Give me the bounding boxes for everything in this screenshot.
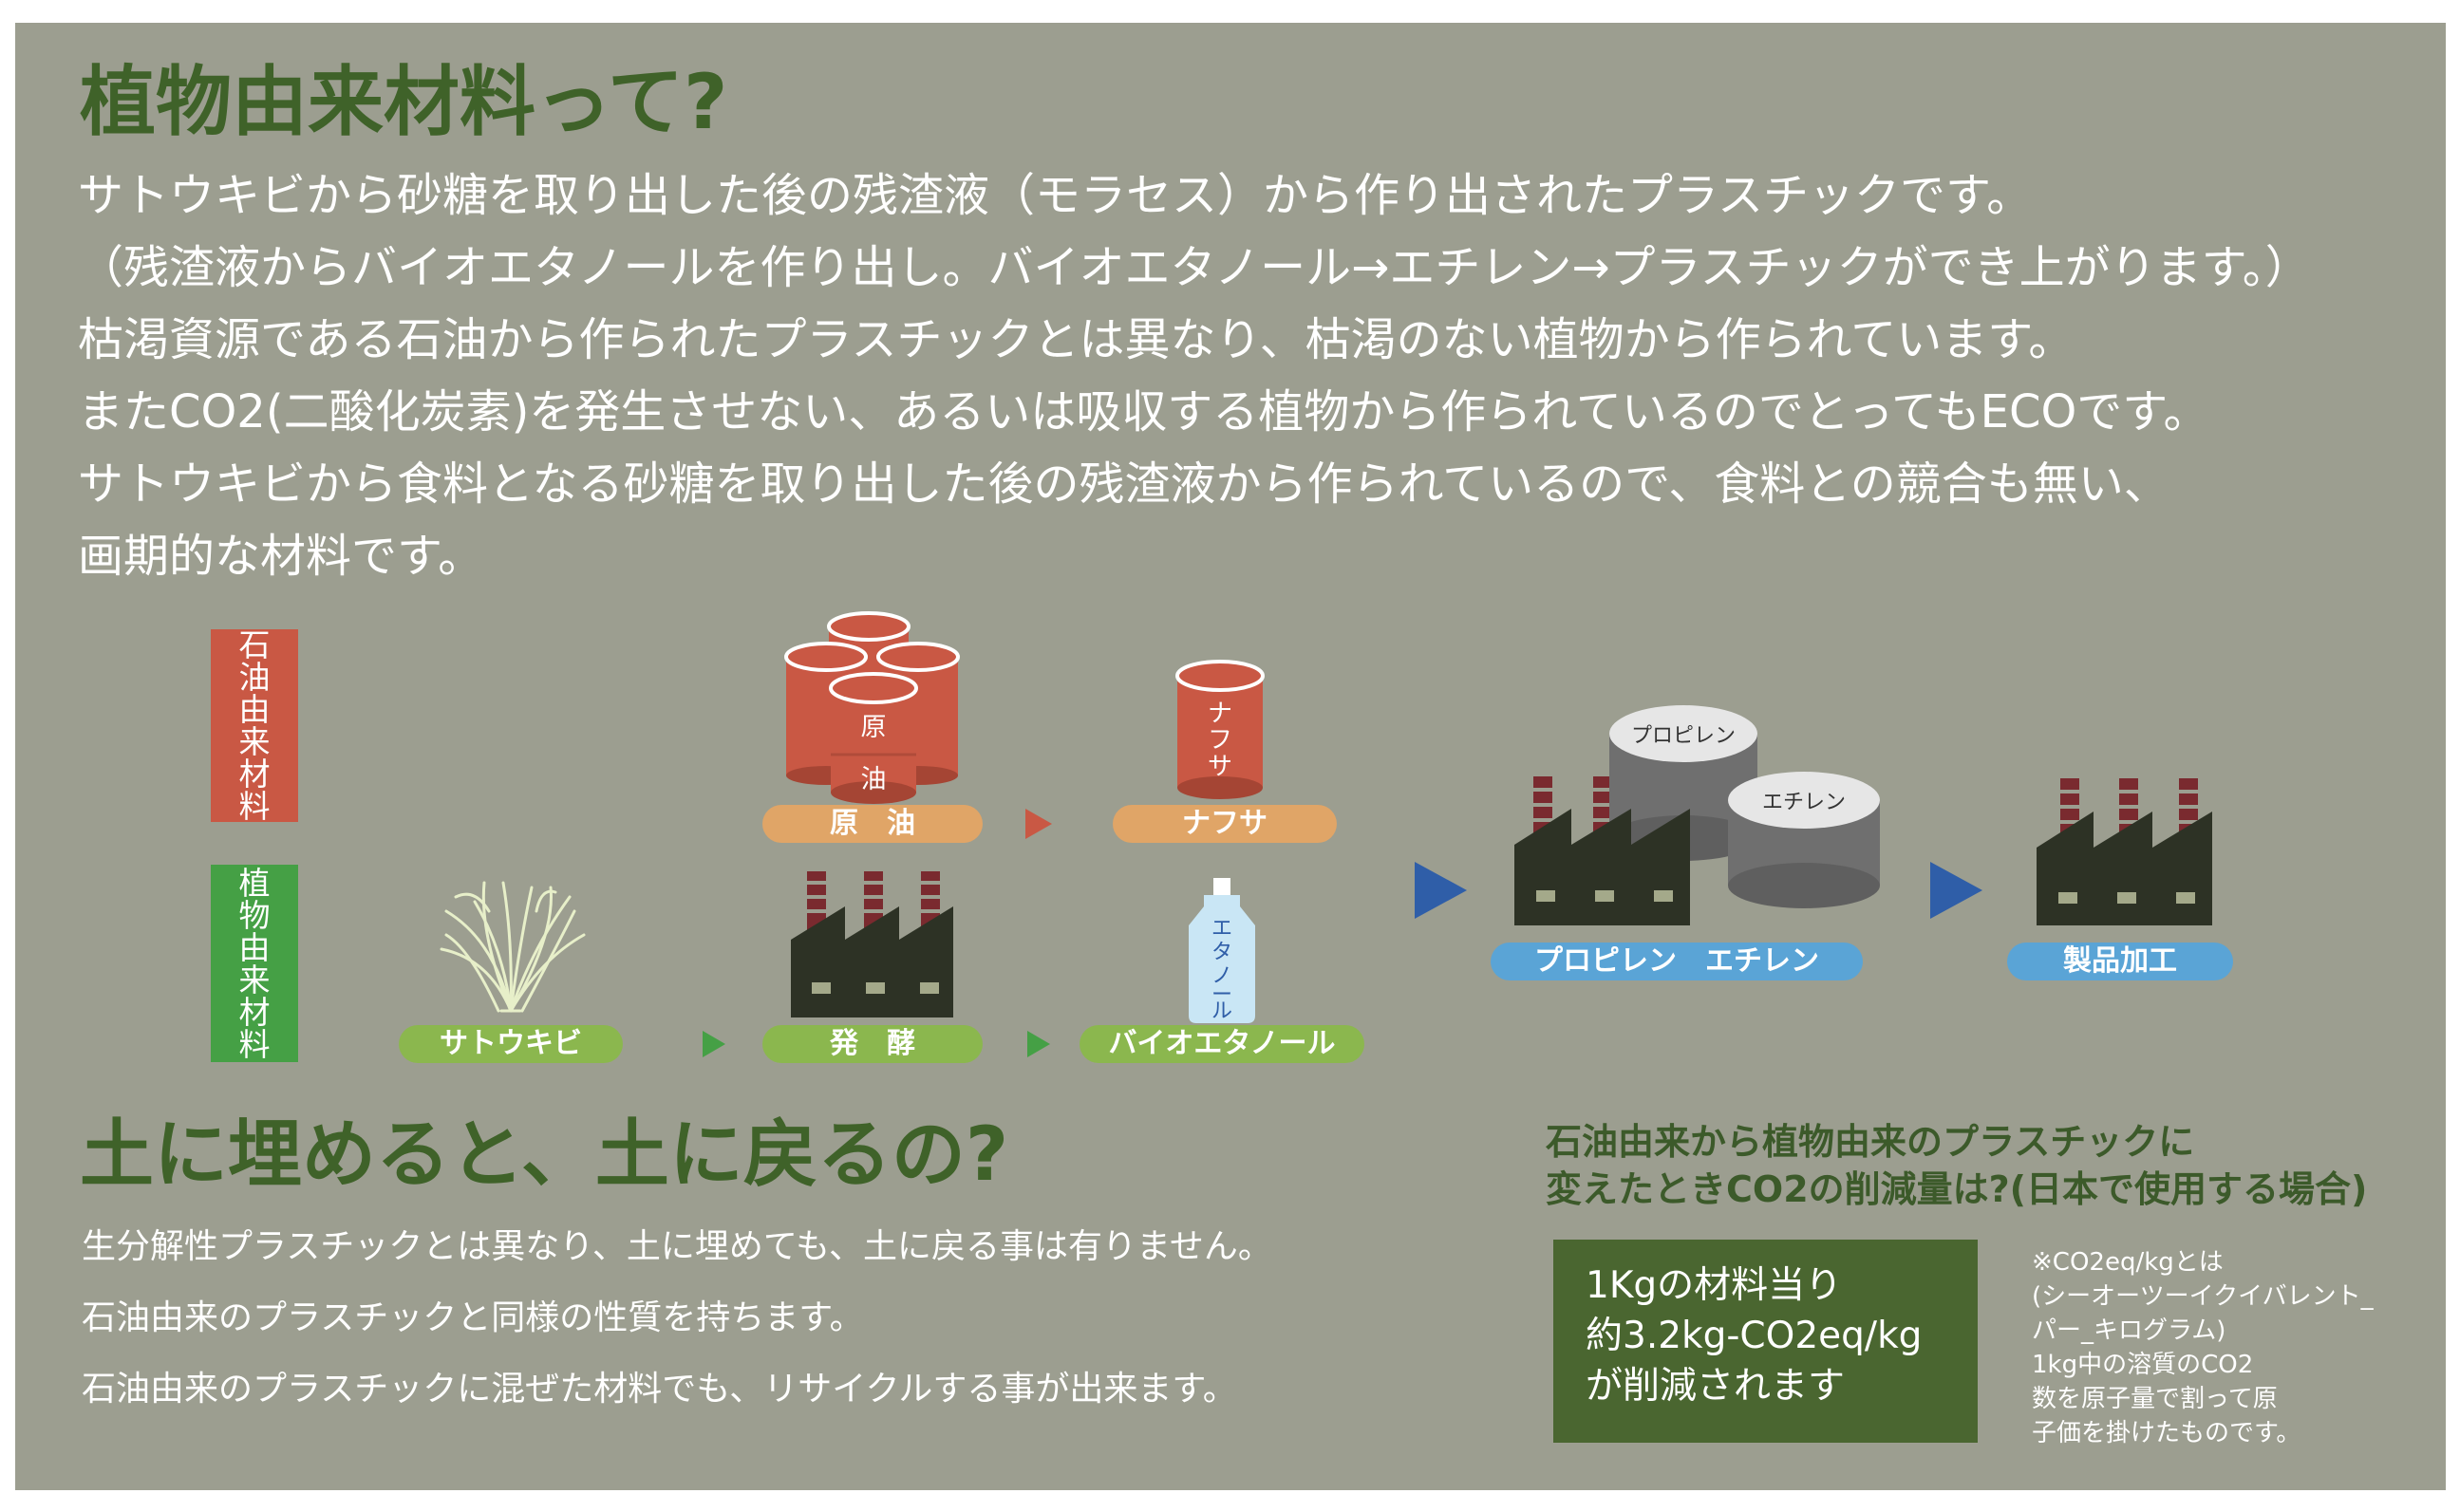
bottle-text-1: エ — [1211, 917, 1232, 941]
naphtha-drum-icon: ナ フ サ — [1175, 660, 1265, 799]
intro-line: （残渣液からバイオエタノールを作り出し。バイオエタノール→エチレン→プラスチック… — [78, 241, 2311, 294]
soil-text-line: 石油由来のプラスチックと同様の性質を持ちます。 — [82, 1298, 864, 1337]
naphtha-drum-text-2: フ — [1208, 726, 1232, 755]
co2-box-line: が削減されます — [1586, 1365, 1846, 1408]
propylene-tank-label: プロピレン — [1631, 724, 1736, 748]
section-title-soil: 土に埋めると、土に戻るの? — [80, 1112, 1009, 1198]
co2-box-line: 1Kgの材料当り — [1586, 1264, 1843, 1307]
intro-line: またCO2(二酸化炭素)を発生させない、あるいは吸収する植物から作られているので… — [78, 385, 2209, 439]
intro-paragraph: サトウキビから砂糖を取り出した後の残渣液（モラセス）から作り出されたプラスチック… — [78, 159, 2432, 592]
sugarcane-label: サトウキビ — [399, 1025, 623, 1063]
intro-line: サトウキビから砂糖を取り出した後の残渣液（モラセス）から作り出されたプラスチック… — [78, 169, 2033, 222]
petroleum-label-box: 石 油 由 来 材 料 — [211, 626, 298, 825]
naphtha-label: ナフサ — [1113, 805, 1337, 843]
naphtha-drum-text-3: サ — [1208, 753, 1232, 781]
page-title: 植物由来材料って? — [80, 58, 728, 146]
sugarcane-icon — [440, 881, 586, 1013]
flow-arrow-icon — [1930, 862, 1982, 919]
co2-reduction-box: 1Kgの材料当り 約3.2kg-CO2eq/kg が削減されます — [1553, 1240, 1978, 1443]
product-factory-icon — [2037, 778, 2212, 925]
soil-text-line: 石油由来のプラスチックに混ぜた材料でも、リサイクルする事が出来ます。 — [82, 1370, 1237, 1409]
crude-oil-drums-icon: 原 油 — [784, 611, 960, 804]
bioethanol-label: バイオエタノール — [1080, 1025, 1364, 1063]
naphtha-drum-text-1: ナ — [1208, 700, 1232, 728]
intro-line: 画期的な材料です。 — [78, 530, 484, 583]
plant-label: 植 物 由 来 材 料 — [238, 865, 271, 1063]
bottle-text-5: ル — [1211, 999, 1232, 1023]
product-processing-label: 製品加工 — [2007, 943, 2233, 980]
ethylene-tank-label: エチレン — [1762, 791, 1846, 814]
polymer-factory-icon: プロピレン エチレン — [1514, 705, 1880, 925]
co2-question: 石油由来から植物由来のプラスチックに 変えたときCO2の削減量は?(日本で使用す… — [1546, 1121, 2368, 1210]
co2-box-line: 約3.2kg-CO2eq/kg — [1586, 1315, 1923, 1357]
crude-drum-text-1: 原 — [861, 713, 887, 742]
intro-line: サトウキビから食料となる砂糖を取り出した後の残渣液から作られているので、食料との… — [78, 457, 2169, 511]
plant-arrow-icon — [1027, 1031, 1050, 1057]
petro-arrow-icon — [1025, 809, 1052, 839]
flow-arrow-icon — [1415, 862, 1467, 919]
crude-drum-text-2: 油 — [861, 765, 887, 794]
co2-note: ※CO2eq/kgとは (シーオーツーイクイバレント_ パー_キログラム) 1k… — [2032, 1248, 2374, 1447]
intro-line: 枯渇資源である石油から作られたプラスチックとは異なり、枯渇のない植物から作られて… — [78, 313, 2075, 366]
petroleum-label: 石 油 由 来 材 料 — [238, 626, 271, 825]
bioethanol-bottle-icon: エ タ ノ ー ル — [1189, 878, 1255, 1023]
fermentation-label: 発 酵 — [762, 1025, 983, 1063]
crude-oil-label: 原 油 — [762, 805, 983, 843]
bottle-text-4: ー — [1211, 983, 1232, 1007]
bottle-text-3: ノ — [1211, 964, 1232, 988]
plant-arrow-icon — [703, 1031, 725, 1057]
plant-label-box: 植 物 由 来 材 料 — [211, 865, 298, 1062]
soil-text-line: 生分解性プラスチックとは異なり、土に埋めても、土に戻る事は有りません。 — [82, 1227, 1272, 1266]
bottle-text-2: タ — [1211, 941, 1232, 964]
fermentation-factory-icon — [791, 871, 953, 1017]
propylene-ethylene-label: プロピレン エチレン — [1491, 943, 1863, 980]
